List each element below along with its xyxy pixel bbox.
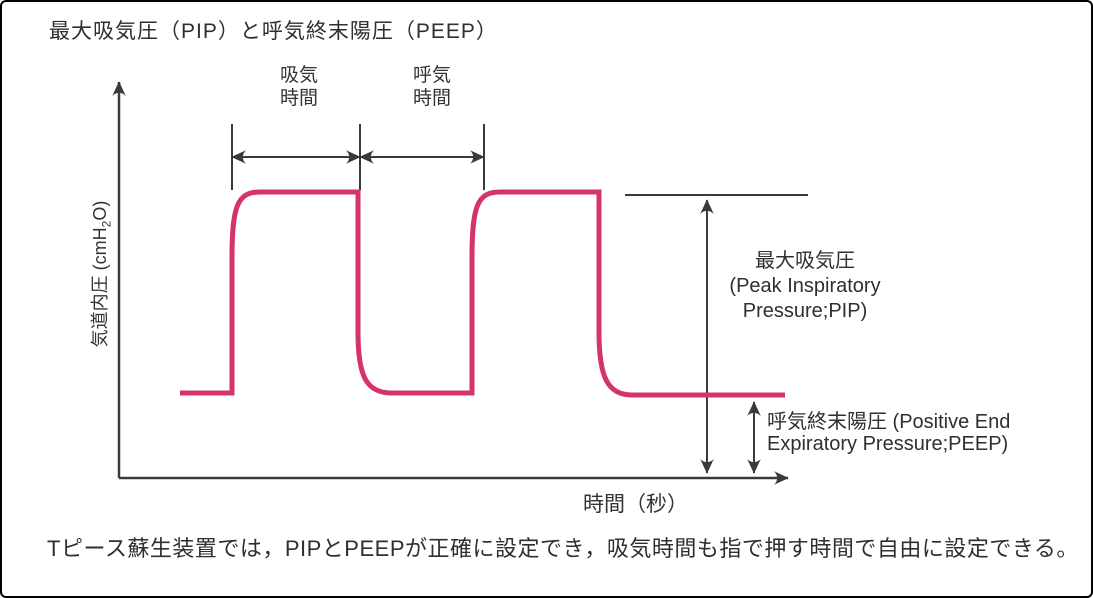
expiratory-time-line1: 呼気	[412, 65, 451, 86]
expiratory-time-line2: 時間	[412, 88, 451, 109]
expiratory-time-label: 呼気 時間	[402, 64, 462, 110]
y-axis-label: 気道内圧 (cmH2O)	[86, 154, 114, 394]
y-axis-label-subscript: 2	[99, 220, 114, 228]
inspiratory-time-label: 吸気 時間	[269, 64, 329, 110]
y-axis-label-suffix: O)	[90, 200, 110, 221]
pip-annotation-line2: (Peak Inspiratory	[729, 275, 881, 297]
pressure-waveform	[180, 189, 785, 398]
pip-annotation-line1: 最大吸気圧	[755, 250, 855, 272]
pip-annotation-line3: Pressure;PIP)	[742, 300, 868, 322]
inspiratory-time-line2: 時間	[279, 88, 318, 109]
y-axis-label-prefix: 気道内圧 (cmH	[90, 227, 110, 348]
figure-title: 最大吸気圧（PIP）と呼気終末陽圧（PEEP）	[49, 20, 498, 43]
peep-annotation: 呼気終末陽圧 (Positive End Expiratory Pressure…	[767, 411, 1010, 455]
figure-caption: Tピース蘇生装置では，PIPとPEEPが正確に設定でき，吸気時間も指で押す時間で…	[47, 536, 1079, 561]
peep-annotation-line2: Expiratory Pressure;PEEP)	[767, 433, 1009, 455]
inspiratory-time-line1: 吸気	[279, 65, 318, 86]
pip-annotation: 最大吸気圧 (Peak Inspiratory Pressure;PIP)	[700, 249, 910, 324]
x-axis-label: 時間（秒）	[583, 493, 688, 516]
peep-annotation-line1: 呼気終末陽圧 (Positive End	[767, 411, 1011, 433]
